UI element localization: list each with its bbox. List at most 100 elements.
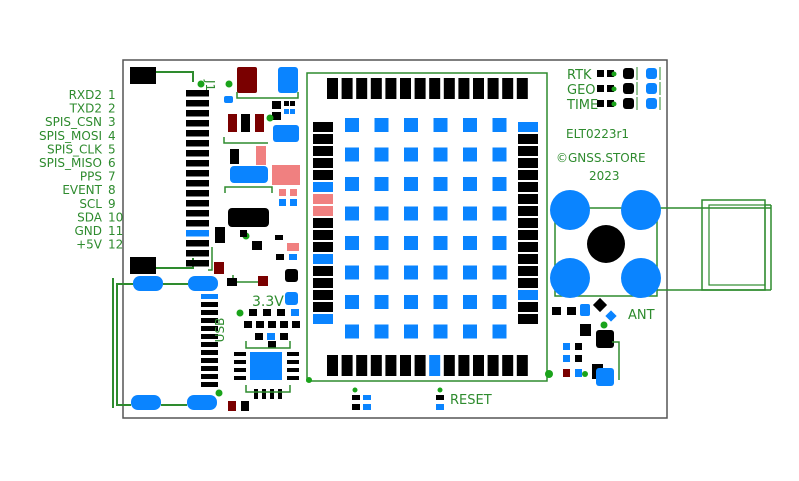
resistor-pad [289,254,297,260]
led-pad [607,85,614,92]
indicator-label: RTK [567,68,592,83]
transistor [285,292,298,305]
connector-pin-pad [186,120,209,127]
led-pad [597,100,604,107]
thermal-pad [433,177,448,191]
connector-mount-pad [130,257,156,274]
thermal-pad [492,295,507,309]
module-pad [518,242,538,252]
usb-pin-pad [201,382,218,387]
thermal-pad [492,118,507,132]
connector-pin-pad [186,150,209,157]
usb-uart-chip [215,309,300,411]
resistor-pad [563,343,570,350]
usb-shield-pad [188,276,218,291]
board-outline [122,59,668,419]
module-pad [487,78,499,99]
module-pad [313,206,333,216]
module-pad [443,355,455,376]
lna-chip [596,330,614,348]
resistor-pad [214,262,224,274]
thermal-pad [463,324,477,339]
module-pad [370,355,382,376]
resistor-pad [215,227,225,243]
module-pad [518,206,538,216]
pin1-marker [582,371,588,377]
module-left-pad-column [313,122,333,324]
pin1-marker [197,80,205,88]
module-pad [518,230,538,240]
pin-name: SPIS_CSN [45,115,102,129]
module-pad [313,122,333,132]
thermal-pad [492,147,507,162]
chip-pin [234,360,246,364]
thermal-pad [374,295,389,309]
thermal-pad [345,265,359,280]
chip-pin [278,389,282,399]
sma-body [701,199,766,291]
resistor-pad [252,241,262,250]
resistor-pad [552,307,561,315]
resistor-pad [241,401,249,411]
pin-name: RXD2 [69,88,102,102]
inductor [230,166,268,183]
module-pad [313,254,333,264]
led-pad [597,70,604,77]
thermal-pad [404,295,418,309]
module-pad [487,355,499,376]
thermal-pad [374,236,389,250]
thermal-pad [345,206,359,221]
usb-label: USB [213,318,227,343]
module-pad [313,230,333,240]
chip-pin [234,352,246,356]
resistor-pad [290,109,295,114]
pin-number: 10 [108,210,123,224]
connector-pin-pad [186,170,209,177]
chip-thermal-pad [250,352,282,380]
chip-pin [234,376,246,380]
module-pad [356,78,368,99]
module-pad [313,278,333,288]
pin1-marker [600,321,608,329]
thermal-pad [345,177,359,191]
capacitor [596,368,614,386]
silk-line [116,283,133,406]
sma-ground-pad [550,190,590,230]
usb-pin-pad [201,366,218,371]
connector-ref-label: J1 [203,79,217,91]
board-name: ELT0223r1 [566,127,629,141]
pin-name: EVENT [62,183,102,197]
connector-pin-pad [186,100,209,107]
resistor-pad [227,278,237,286]
thermal-pad [492,324,507,339]
resistor-pad [240,230,247,237]
module-pad [313,194,333,204]
pin-number: 3 [108,115,116,129]
capacitor [273,125,299,142]
indicator-label: TIME [566,98,598,113]
led-pad [597,85,604,92]
resistor-pad [279,189,286,196]
resistor-pad [284,109,289,114]
silk-line [245,385,291,393]
module-pad [518,218,538,228]
board-year: 2023 [589,169,620,183]
resistor-pad [280,333,288,340]
usb-pin-column [201,294,218,387]
resistor-pad [276,254,284,260]
module-pad [518,290,538,300]
pin-name: GND [74,224,102,238]
thermal-pad [492,265,507,280]
module-pad [518,302,538,312]
thermal-pad [492,177,507,191]
switch-pad [352,395,360,400]
led-pad [623,98,634,109]
connector-pin-pad [186,240,209,247]
capacitor [255,114,264,132]
thermal-pad [433,236,448,250]
resistor-pad [256,321,264,328]
chip-pin [287,352,299,356]
module-pad [458,78,470,99]
resistor-pad [284,101,289,106]
